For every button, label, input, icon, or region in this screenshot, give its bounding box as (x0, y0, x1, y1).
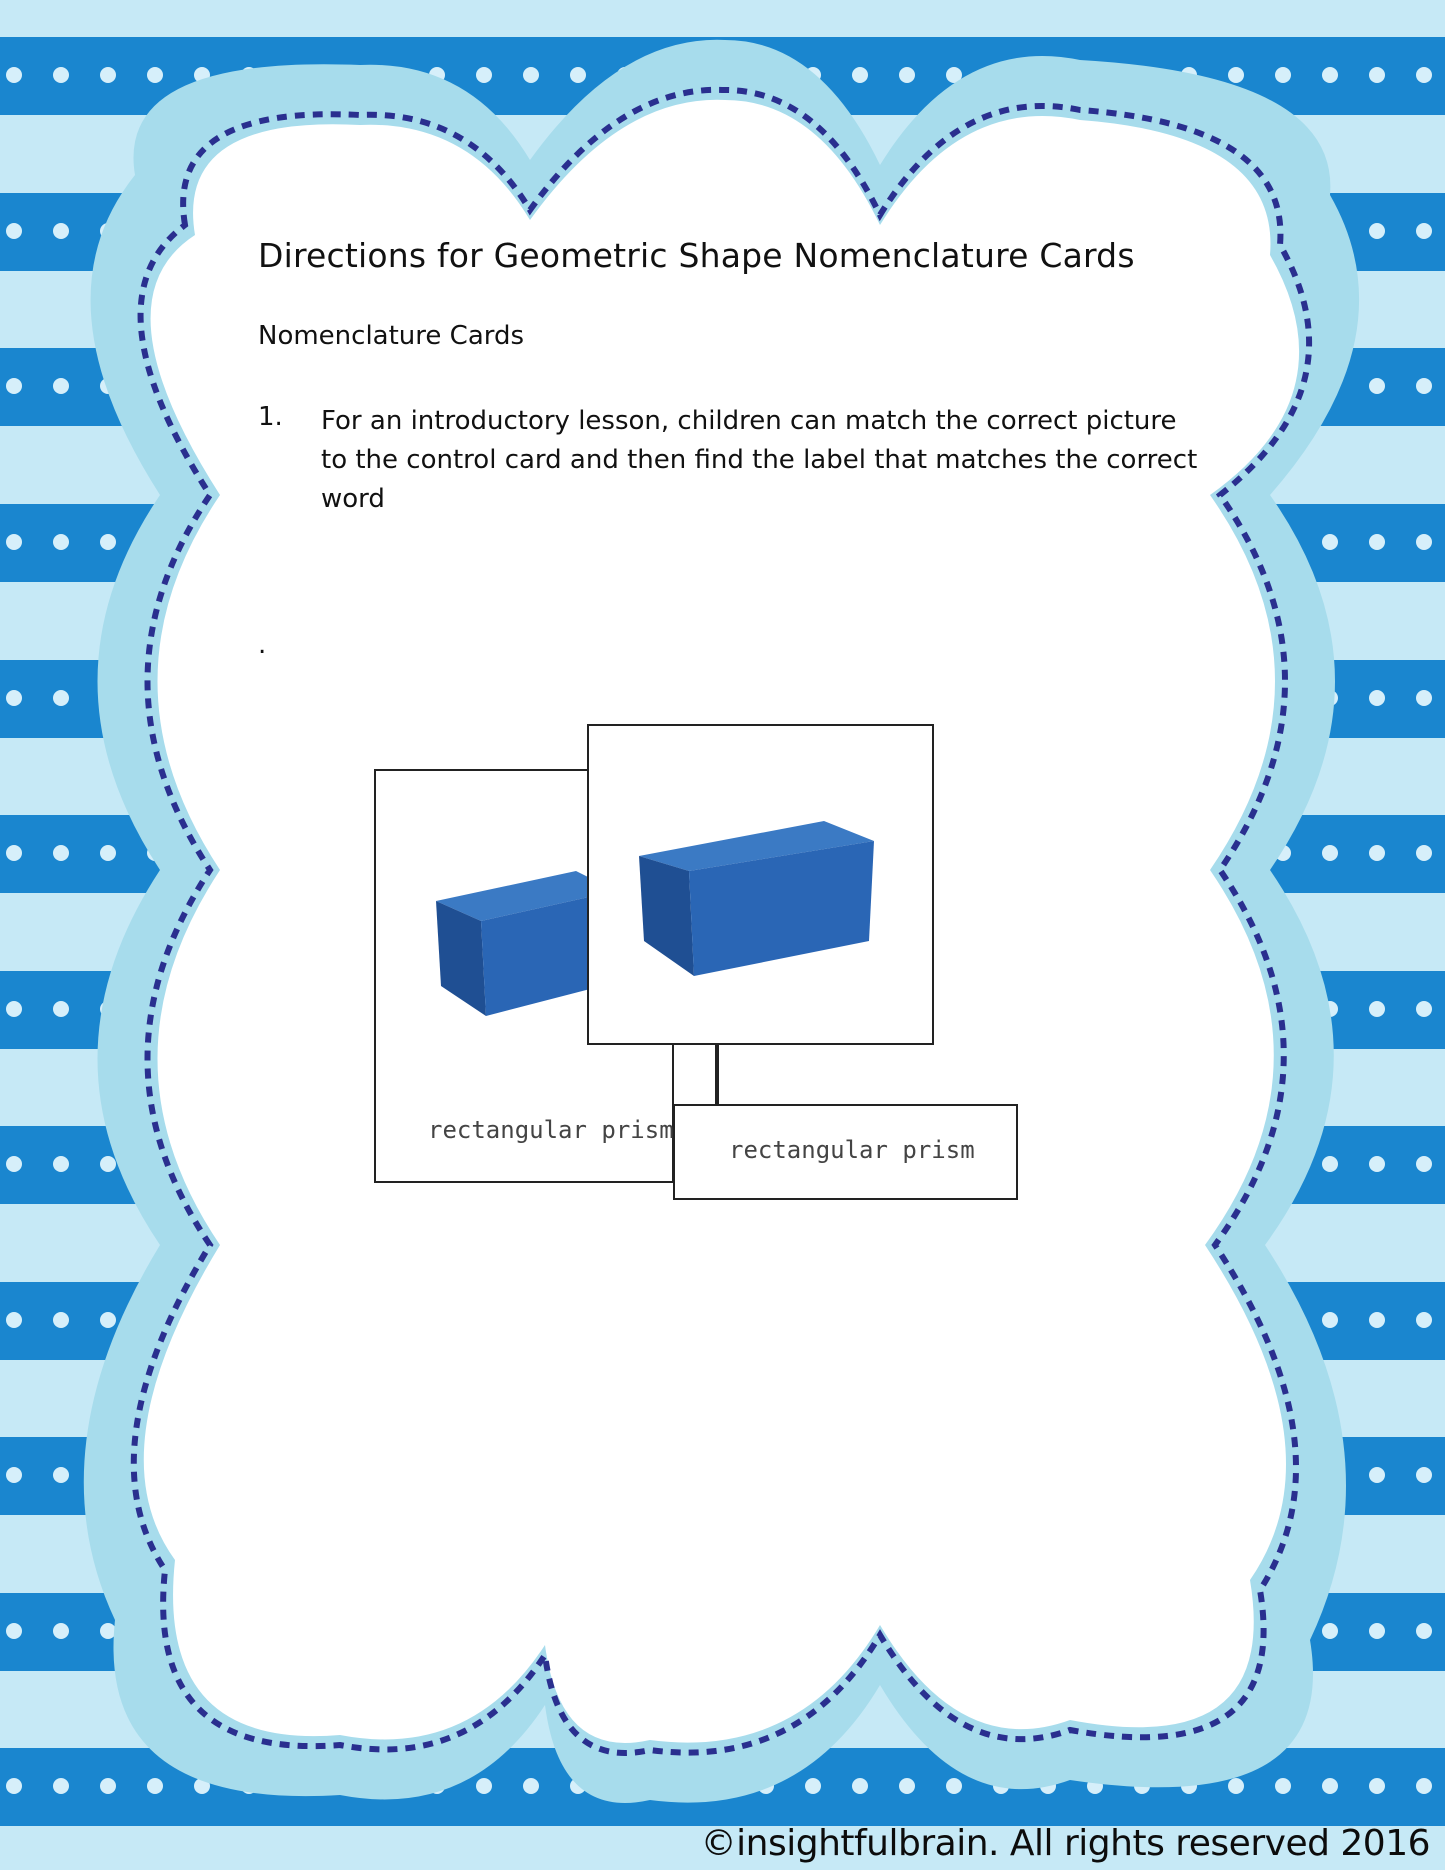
rectangular-prism-icon (639, 821, 874, 976)
section-heading: Nomenclature Cards (258, 321, 525, 351)
rectangular-prism-icon (436, 871, 621, 1016)
label-card-text: rectangular prism (729, 1136, 975, 1164)
picture-card (587, 724, 934, 1045)
step-text: For an introductory lesson, children can… (321, 406, 1198, 514)
step-number: 1. (258, 402, 283, 432)
copyright-footer: ©insightfulbrain. All rights reserved 20… (700, 1823, 1431, 1864)
stray-mark: . (258, 630, 267, 660)
control-card-label: rectangular prism (428, 1116, 674, 1144)
connector-line (715, 1045, 719, 1105)
page-title: Directions for Geometric Shape Nomenclat… (258, 236, 1135, 275)
label-card: rectangular prism (673, 1104, 1018, 1200)
